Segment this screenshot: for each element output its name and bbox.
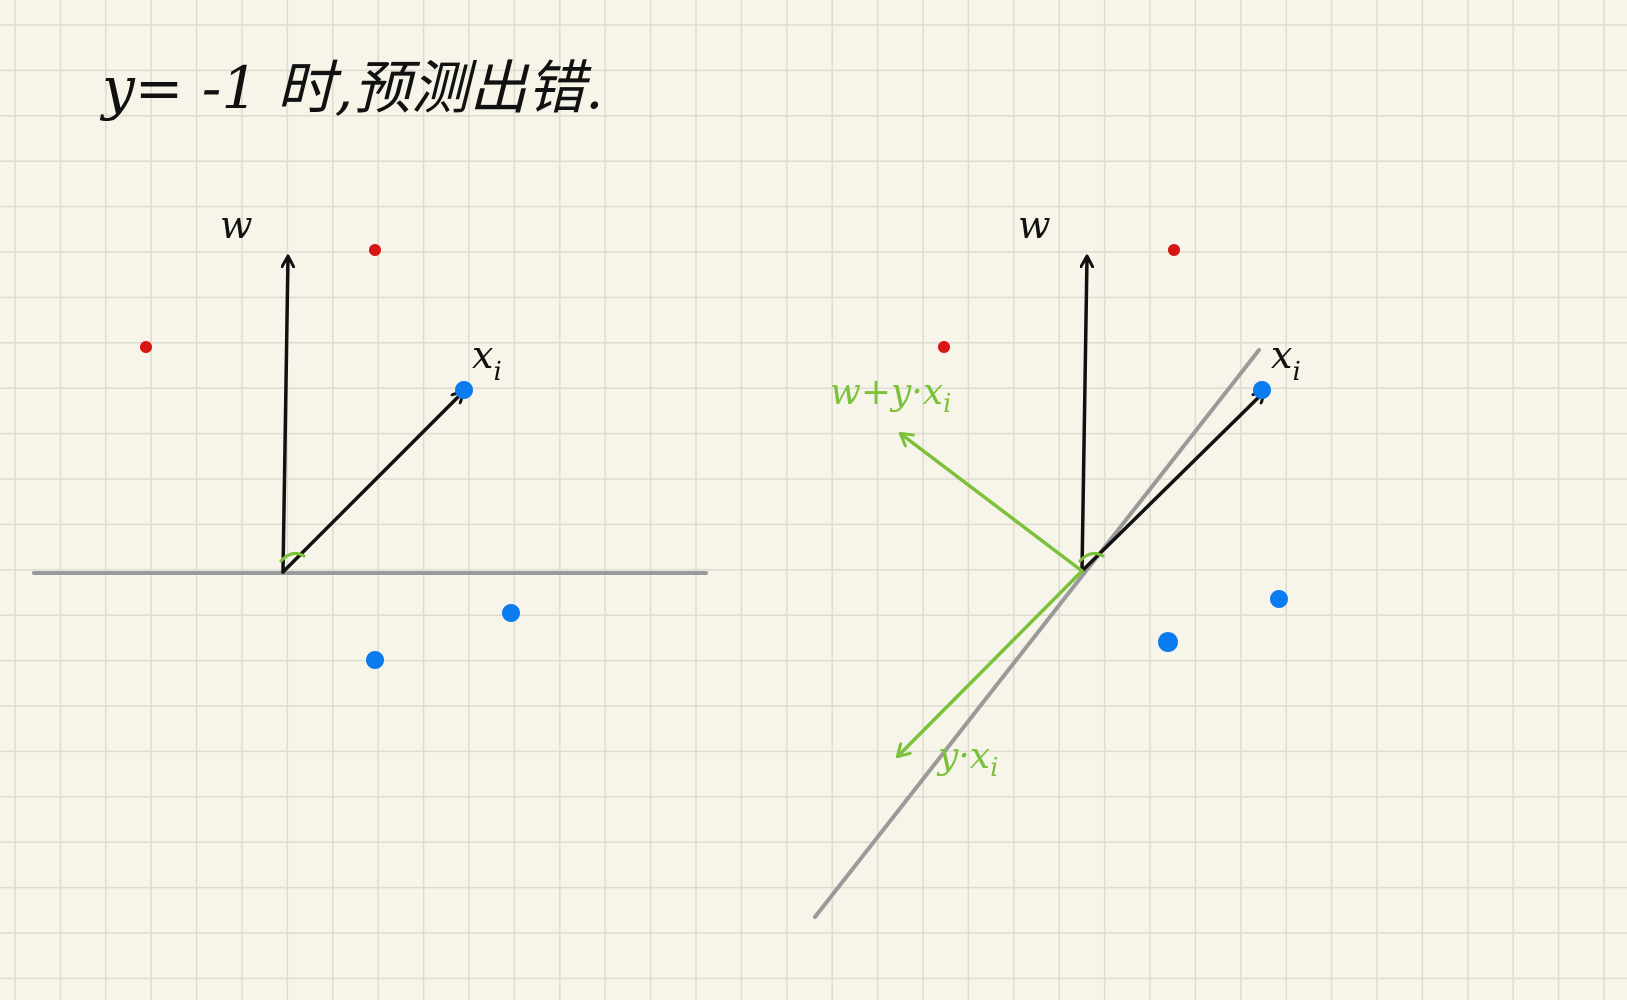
right-w-plus-yxi-vector — [901, 434, 1084, 573]
right-w-label: w — [1018, 203, 1051, 247]
left-xi-sub: i — [493, 357, 501, 387]
right-yxi-vector — [898, 569, 1084, 756]
right-w-vector — [1082, 257, 1087, 573]
left-w-label: w — [220, 203, 253, 247]
left-xi-vector — [281, 392, 463, 574]
right-angle-arc — [1078, 551, 1105, 563]
right-yxi-main: y·x — [936, 736, 990, 777]
left-xi-main: x — [472, 333, 493, 377]
page-title: y= -1 时,预测出错. — [99, 54, 604, 122]
left-negative-point — [140, 341, 152, 353]
left-positive-point — [366, 651, 384, 669]
right-yxi-label: y·xi — [936, 736, 998, 783]
left-xi-label: xi — [472, 333, 502, 387]
right-diagram: w xi w+y·xi y·xi — [813, 203, 1301, 919]
right-w-plus-yxi-label: w+y·xi — [830, 372, 951, 419]
left-positive-point — [502, 604, 520, 622]
right-w-plus-yxi-sub: i — [943, 389, 951, 419]
left-w-vector — [283, 257, 288, 574]
right-yxi-sub: i — [990, 753, 998, 783]
right-xi-main: x — [1271, 333, 1292, 377]
left-diagram: w xi — [32, 203, 708, 669]
right-xi-label: xi — [1271, 333, 1301, 387]
right-decision-boundary — [813, 348, 1261, 919]
right-xi-vector — [1080, 392, 1264, 573]
right-w-plus-yxi-main: w+y·x — [830, 372, 943, 413]
left-negative-point — [369, 244, 381, 256]
right-negative-point — [938, 341, 950, 353]
left-angle-arc — [279, 551, 306, 563]
right-positive-point — [1158, 632, 1178, 652]
right-xi-sub: i — [1292, 357, 1300, 387]
right-xi-positive-point — [1253, 381, 1271, 399]
right-negative-point — [1168, 244, 1180, 256]
left-xi-positive-point — [455, 381, 473, 399]
right-positive-point — [1270, 590, 1288, 608]
